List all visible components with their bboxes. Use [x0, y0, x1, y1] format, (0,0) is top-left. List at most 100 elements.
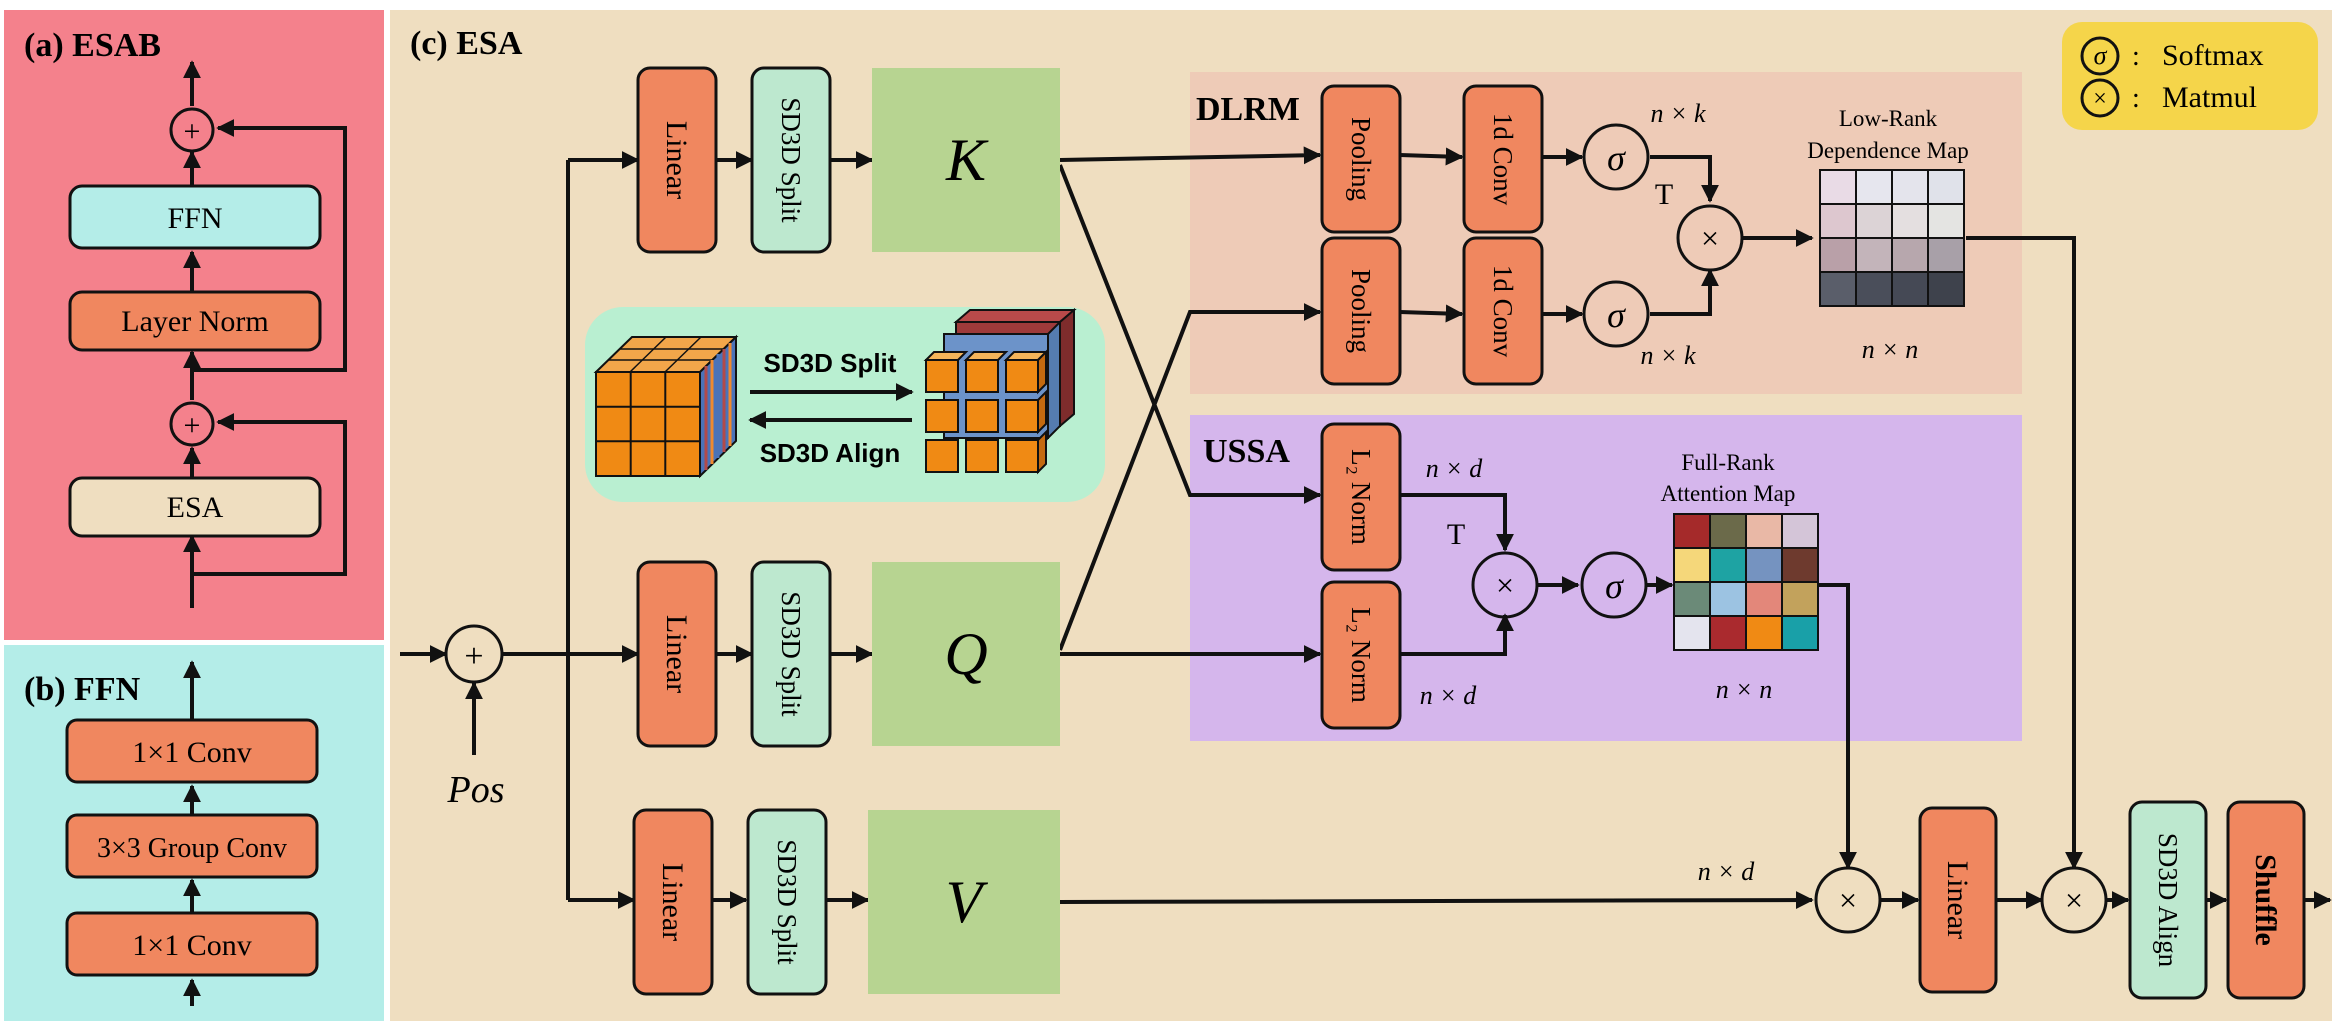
dlrm-pooling-bottom: Pooling — [1320, 236, 1402, 386]
svg-text:ESA: ESA — [167, 491, 224, 524]
svg-text:Linear: Linear — [1941, 861, 1974, 939]
svg-text:Softmax: Softmax — [2162, 39, 2264, 72]
svg-text:σ: σ — [2094, 41, 2108, 70]
dlrm-pooling-top: Pooling — [1320, 84, 1402, 234]
legend-softmax: σ : Softmax — [2080, 36, 2264, 76]
k-block: K — [872, 68, 1060, 252]
split-block-q: SD3D Split — [750, 560, 832, 748]
svg-text:SD3D Split: SD3D Split — [776, 97, 806, 223]
ffn-panel-title: (b) FFN — [24, 671, 141, 708]
ussa-dim-bottom: n × d — [1420, 681, 1478, 710]
v-block: V — [868, 810, 1060, 994]
legend-matmul: × : Matmul — [2080, 78, 2257, 118]
svg-text:×: × — [1839, 882, 1857, 918]
linear-block-q: Linear — [636, 560, 718, 748]
ussa-l2norm-bottom: L₂ Norm — [1320, 580, 1402, 730]
full-rank-map-title-1: Full-Rank — [1681, 450, 1775, 475]
output-matmul-1: × — [1814, 866, 1882, 934]
ussa-title: USSA — [1203, 433, 1290, 470]
esab-flow — [183, 60, 347, 608]
svg-text:SD3D Align: SD3D Align — [2153, 833, 2183, 968]
pos-label: Pos — [447, 769, 505, 811]
svg-text:σ: σ — [1607, 295, 1626, 335]
full-rank-map-title-2: Attention Map — [1661, 481, 1796, 506]
esa-add-node: + — [444, 624, 504, 684]
svg-text:1×1 Conv: 1×1 Conv — [132, 736, 251, 769]
svg-text:Linear: Linear — [660, 615, 693, 693]
svg-text:SD3D Split: SD3D Split — [776, 591, 806, 717]
dlrm-dim-bottom: n × k — [1640, 341, 1696, 370]
svg-text:Layer Norm: Layer Norm — [121, 305, 268, 338]
esab-add-upper: + — [169, 107, 215, 153]
split-block-k: SD3D Split — [750, 66, 832, 254]
ussa-transpose: T — [1447, 518, 1465, 551]
esab-add-lower: + — [169, 401, 215, 447]
split-block-v: SD3D Split — [746, 808, 828, 996]
svg-text:σ: σ — [1605, 566, 1624, 606]
dlrm-softmax-top: σ — [1582, 123, 1650, 191]
svg-text::: : — [2132, 41, 2140, 72]
svg-text:Pooling: Pooling — [1346, 117, 1376, 201]
svg-text:+: + — [184, 409, 201, 442]
svg-text:Matmul: Matmul — [2162, 81, 2257, 114]
svg-text:L₂ Norm: L₂ Norm — [1346, 607, 1376, 703]
svg-text:×: × — [1701, 220, 1719, 256]
cube-unsplit — [593, 334, 739, 479]
ussa-softmax: σ — [1580, 551, 1648, 619]
v-dim-label: n × d — [1698, 857, 1756, 886]
q-block: Q — [872, 562, 1060, 746]
svg-text:Linear: Linear — [656, 863, 689, 941]
svg-text:K: K — [945, 127, 989, 193]
svg-text:σ: σ — [1607, 138, 1626, 178]
linear-block-k: Linear — [636, 66, 718, 254]
svg-text:+: + — [184, 115, 201, 148]
svg-text::: : — [2132, 83, 2140, 114]
svg-text:Shuffle: Shuffle — [2249, 854, 2282, 946]
svg-text:3×3 Group Conv: 3×3 Group Conv — [97, 833, 287, 864]
dlrm-conv-top: 1d Conv — [1462, 84, 1544, 234]
low-rank-map-dim: n × n — [1862, 335, 1919, 364]
dlrm-dim-top: n × k — [1650, 99, 1706, 128]
ffn-conv-top-block: 1×1 Conv — [65, 718, 319, 784]
full-rank-attention-map — [1673, 513, 1819, 651]
svg-text:Pooling: Pooling — [1346, 269, 1376, 353]
esab-ffn-block: FFN — [68, 184, 322, 250]
shuffle-block: Shuffle — [2226, 800, 2306, 1000]
svg-text:×: × — [2065, 882, 2083, 918]
ussa-l2norm-top: L₂ Norm — [1320, 422, 1402, 572]
svg-text:SD3D Split: SD3D Split — [772, 839, 802, 965]
svg-text:+: + — [464, 638, 483, 675]
ussa-dim-top: n × d — [1426, 454, 1484, 483]
ffn-conv-bottom-block: 1×1 Conv — [65, 911, 319, 977]
full-rank-map-dim: n × n — [1716, 675, 1773, 704]
dlrm-softmax-bottom: σ — [1582, 280, 1650, 348]
esab-layer-norm-block: Layer Norm — [68, 290, 322, 352]
svg-text:×: × — [1496, 567, 1514, 603]
svg-text:1d Conv: 1d Conv — [1488, 265, 1518, 358]
svg-text:1d Conv: 1d Conv — [1488, 113, 1518, 206]
esab-title: (a) ESAB — [24, 27, 161, 64]
cube-align-label: SD3D Align — [760, 438, 901, 468]
esa-title: (c) ESA — [410, 25, 523, 62]
linear-block-v: Linear — [632, 808, 714, 996]
sd3d-align-block: SD3D Align — [2128, 800, 2208, 1000]
svg-text:Q: Q — [944, 621, 987, 687]
svg-text:FFN: FFN — [167, 202, 222, 235]
sd3d-illustration: SD3D Split SD3D Align — [585, 307, 1105, 502]
svg-text:×: × — [2093, 86, 2107, 112]
low-rank-map-title-1: Low-Rank — [1839, 106, 1938, 131]
esab-esa-block: ESA — [68, 476, 322, 538]
output-matmul-2: × — [2040, 866, 2108, 934]
low-rank-dependence-map — [1819, 169, 1965, 307]
dlrm-title: DLRM — [1196, 91, 1300, 128]
svg-text:1×1 Conv: 1×1 Conv — [132, 929, 251, 962]
svg-text:Linear: Linear — [660, 121, 693, 199]
cube-split — [923, 307, 1077, 475]
ussa-matmul: × — [1471, 551, 1539, 619]
legend: σ : Softmax × : Matmul — [2062, 22, 2318, 130]
dlrm-conv-bottom: 1d Conv — [1462, 236, 1544, 386]
dlrm-transpose: T — [1655, 178, 1673, 211]
dlrm-matmul: × — [1676, 204, 1744, 272]
svg-text:L₂ Norm: L₂ Norm — [1346, 449, 1376, 545]
